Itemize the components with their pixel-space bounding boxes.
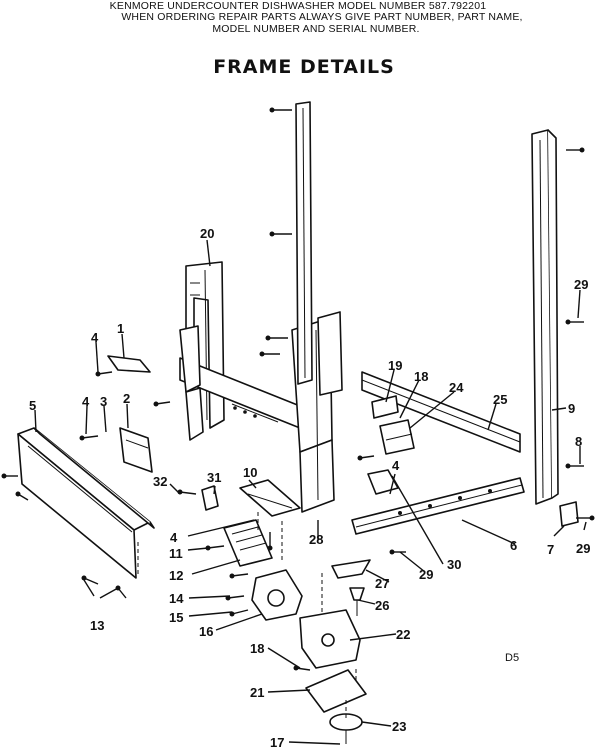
part-30-cam [367, 469, 399, 495]
header-model-line: KENMORE UNDERCOUNTER DISHWASHER MODEL NU… [109, 0, 487, 12]
callout-16: 16 [199, 624, 213, 639]
callout-18: 18 [414, 369, 428, 384]
callout-22: 22 [396, 627, 410, 642]
part-23-foot [329, 713, 363, 744]
part-22-bracket [299, 609, 361, 669]
part-9-right-upright [531, 129, 559, 505]
callout-2: 2 [123, 391, 130, 406]
part-26-stud [349, 587, 365, 616]
callout-4: 4 [82, 394, 90, 409]
callout-15: 15 [169, 610, 183, 625]
callout-1: 1 [117, 321, 124, 336]
callout-7: 7 [547, 542, 554, 557]
part-31-clip [201, 485, 219, 511]
callout-29: 29 [576, 541, 590, 556]
callout-25: 25 [493, 392, 507, 407]
callout-11: 11 [169, 546, 183, 561]
callout-30: 30 [447, 557, 461, 572]
callout-19: 19 [388, 358, 402, 373]
callout-31: 31 [207, 470, 221, 485]
callout-10: 10 [243, 465, 257, 480]
callout-4: 4 [91, 330, 99, 345]
part-10-plate [239, 479, 301, 517]
callout-5: 5 [29, 398, 36, 413]
callout-29: 29 [419, 567, 433, 582]
left-corner-bracket [179, 325, 204, 441]
callout-3: 3 [100, 394, 107, 409]
callout-14: 14 [169, 591, 184, 606]
assembly-dashed-lines [137, 512, 357, 718]
part-24-bracket [379, 419, 415, 455]
rear-left-channel [295, 101, 313, 385]
callout-9: 9 [568, 401, 575, 416]
callout-4: 4 [170, 530, 178, 545]
part-1-bracket [107, 355, 151, 373]
callout-6: 6 [510, 538, 517, 553]
callout-24: 24 [449, 380, 464, 395]
callout-20: 20 [200, 226, 214, 241]
part-19-bracket [371, 395, 399, 419]
callout-29: 29 [574, 277, 588, 292]
callout-13: 13 [90, 618, 104, 633]
header-serial-line: MODEL NUMBER AND SERIAL NUMBER. [212, 23, 420, 35]
callout-23: 23 [392, 719, 406, 734]
page-title: FRAME DETAILS [213, 56, 395, 78]
callout-27: 27 [375, 576, 389, 591]
page-code: D5 [505, 652, 519, 664]
center-upright [291, 311, 343, 513]
part-6-lower-rail [351, 477, 525, 535]
leader-lines [34, 239, 587, 745]
callout-17: 17 [270, 735, 284, 750]
callout-32: 32 [153, 474, 167, 489]
callout-4: 4 [392, 458, 400, 473]
callout-21: 21 [250, 685, 264, 700]
part-2-bracket [119, 427, 153, 473]
callout-8: 8 [575, 434, 582, 449]
callout-28: 28 [309, 532, 323, 547]
callout-18: 18 [250, 641, 264, 656]
callout-12: 12 [169, 568, 183, 583]
header-ordering-line: WHEN ORDERING REPAIR PARTS ALWAYS GIVE P… [121, 11, 523, 23]
callout-26: 26 [375, 598, 389, 613]
part-27-clip [331, 559, 371, 579]
part-16-mount [251, 569, 303, 621]
part-7-bracket [559, 501, 579, 527]
part-21-plate [305, 669, 367, 713]
part-12-grille [223, 519, 273, 567]
part-5-kick-panel [17, 427, 155, 579]
